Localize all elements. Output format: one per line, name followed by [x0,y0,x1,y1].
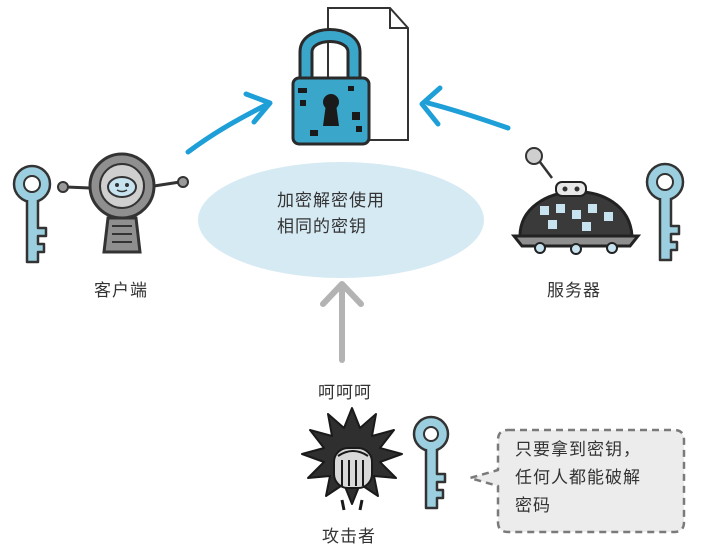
attacker-to-center-arrow [320,281,364,363]
client-key-icon [12,164,52,264]
center-text-line-1: 加密解密使用 [277,191,385,211]
bubble-text-line-1: 只要拿到密钥， [515,440,641,460]
center-text-line-2: 相同的密钥 [277,217,367,237]
laugh-label: 呵呵呵 [318,383,372,403]
padlock-icon [291,28,371,146]
attacker-icon [301,407,403,511]
client-label: 客户端 [94,281,148,301]
robot-icon [57,152,189,254]
attacker-key-icon [412,415,450,510]
server-robot-icon [510,147,642,255]
server-key-icon [645,162,685,262]
client-to-lock-arrow [185,91,273,155]
server-to-lock-arrow [419,85,511,131]
attacker-label: 攻击者 [322,527,376,547]
center-ellipse [198,162,484,278]
bubble-text-line-3: 密码 [515,496,551,516]
server-label: 服务器 [547,281,601,301]
bubble-text-line-2: 任何人都能破解 [515,468,641,488]
speech-bubble [468,428,686,534]
